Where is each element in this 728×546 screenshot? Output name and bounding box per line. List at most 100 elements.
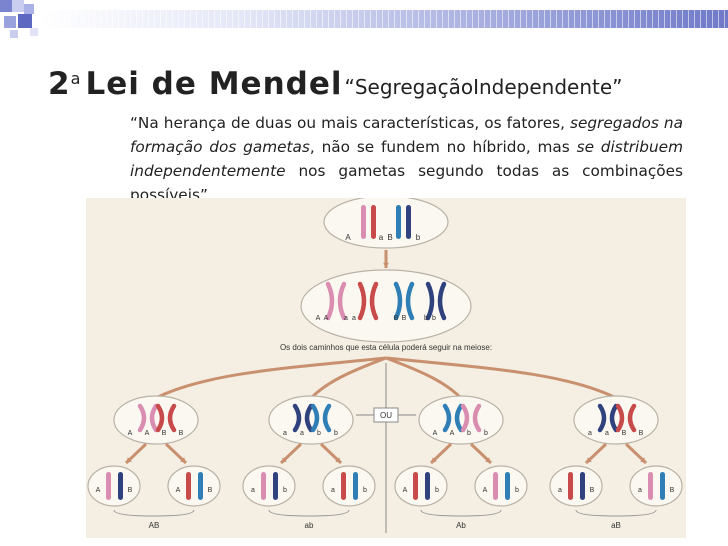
cell: [549, 465, 603, 507]
title-main: Lei de Mendel: [85, 66, 343, 102]
chromosome: [353, 472, 358, 500]
chromosome: [413, 472, 418, 500]
allele-label: B: [639, 430, 644, 437]
allele-label: b: [363, 487, 367, 494]
chromatid: [155, 403, 165, 433]
group-brace: [575, 509, 657, 517]
branch-arrow: [309, 356, 387, 400]
chromosome: [425, 472, 430, 500]
chromosome-pair: [292, 403, 314, 433]
arrowhead: [126, 457, 132, 463]
cell: [268, 395, 354, 445]
allele-label: a: [558, 487, 562, 494]
allele-label: b: [467, 430, 471, 437]
arrowhead: [383, 262, 389, 268]
title-ordinal: a: [70, 69, 81, 88]
law-quote: “Na herança de duas ou mais característi…: [130, 111, 683, 207]
allele-label: a: [344, 315, 348, 322]
chromosome-pair: [615, 403, 637, 433]
cell: [629, 465, 683, 507]
allele-label: B: [402, 315, 407, 322]
chromatid: [609, 403, 619, 433]
title-number: 2: [48, 66, 71, 102]
chromatid: [405, 281, 415, 321]
chromosome: [261, 472, 266, 500]
chromosome-pair: [393, 281, 415, 321]
arrowhead: [180, 457, 186, 463]
cell: [418, 395, 504, 445]
group-brace: [113, 509, 195, 517]
chromosome: [198, 472, 203, 500]
arrowhead: [485, 457, 491, 463]
allele-label: a: [352, 315, 356, 322]
chromosome: [273, 472, 278, 500]
group-label: Ab: [456, 521, 466, 530]
deco-square: [24, 4, 34, 14]
cell: [322, 465, 376, 507]
allele-label: a: [638, 487, 642, 494]
arrowhead: [586, 457, 592, 463]
allele-label: b: [435, 487, 439, 494]
arrowhead: [431, 457, 437, 463]
chromosome: [341, 472, 346, 500]
deco-square: [10, 30, 18, 38]
cell: [113, 395, 199, 445]
chromatid: [322, 403, 332, 433]
header-decoration: [0, 0, 728, 40]
deco-square: [30, 28, 38, 36]
allele-label: a: [605, 430, 609, 437]
chromatid: [437, 281, 447, 321]
chromosome-pair: [310, 403, 332, 433]
allele-label: B: [590, 487, 595, 494]
chromosome-pair: [442, 403, 464, 433]
diagram-caption: Os dois caminhos que esta célula poderá …: [280, 343, 492, 352]
arrowhead: [335, 457, 341, 463]
allele-label: b: [283, 487, 287, 494]
deco-square: [18, 14, 32, 28]
allele-label: A: [433, 430, 438, 437]
allele-label: b: [424, 315, 428, 322]
slide-title: 2a Lei de Mendel“SegregaçãoIndependente”: [48, 66, 623, 102]
allele-label: B: [387, 233, 392, 242]
allele-label: a: [331, 487, 335, 494]
allele-label: a: [379, 233, 384, 242]
allele-label: b: [334, 430, 338, 437]
cell: [573, 395, 659, 445]
chromosome: [648, 472, 653, 500]
chromatid: [454, 403, 464, 433]
chromosome: [568, 472, 573, 500]
allele-label: A: [450, 430, 455, 437]
chromatid: [149, 403, 159, 433]
chromosome: [361, 205, 366, 239]
chromosome-pair: [155, 403, 177, 433]
allele-label: a: [588, 430, 592, 437]
allele-label: A: [345, 233, 351, 242]
allele-label: b: [484, 430, 488, 437]
or-label: OU: [380, 411, 392, 420]
allele-label: A: [483, 487, 488, 494]
cell: [242, 465, 296, 507]
chromatid: [310, 403, 320, 433]
chromatid: [460, 403, 470, 433]
chromatid: [325, 281, 335, 321]
cell: [167, 465, 221, 507]
chromatid: [442, 403, 452, 433]
arrowhead: [281, 457, 287, 463]
branch-arrow: [385, 356, 463, 400]
chromatid: [304, 403, 314, 433]
chromosome: [186, 472, 191, 500]
allele-label: B: [622, 430, 627, 437]
title-subtitle: “SegregaçãoIndependente”: [344, 75, 623, 99]
chromatid: [137, 403, 147, 433]
quote-italic: segregados na formação dos gametas: [130, 114, 683, 156]
chromosome: [493, 472, 498, 500]
allele-label: B: [670, 487, 675, 494]
branch-arrow: [155, 356, 387, 400]
chromosome-pair: [425, 281, 447, 321]
allele-label: A: [96, 487, 101, 494]
chromatid: [393, 281, 403, 321]
chromosome: [106, 472, 111, 500]
deco-square: [0, 0, 12, 12]
